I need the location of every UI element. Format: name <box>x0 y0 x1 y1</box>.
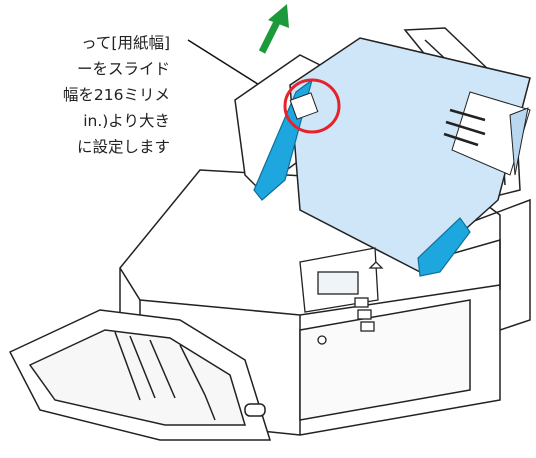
instruction-line-3: 幅を216ミリメ <box>62 86 170 104</box>
right-paper-guide[interactable] <box>417 217 471 277</box>
panel-button-1[interactable] <box>354 297 369 308</box>
lcd-display <box>317 271 359 295</box>
instruction-line-4: in.)より大き <box>83 112 170 130</box>
instruction-line-1: って[用紙幅] <box>81 34 170 52</box>
arrow-up-icon <box>368 261 384 269</box>
control-panel <box>299 247 384 345</box>
power-button[interactable] <box>317 335 327 345</box>
panel-button-3[interactable] <box>360 321 375 332</box>
paper-sheet <box>289 37 531 273</box>
instruction-line-2: ーをスライド <box>76 60 170 78</box>
output-tray <box>8 309 272 441</box>
tray-latch[interactable] <box>244 403 266 417</box>
instruction-line-5: に設定します <box>76 138 170 156</box>
instruction-text: って[用紙幅] ーをスライド 幅を216ミリメ in.)より大き に設定します <box>0 30 170 160</box>
up-arrow-icon <box>258 4 289 54</box>
panel-button-2[interactable] <box>357 309 372 320</box>
highlight-circle <box>283 78 341 134</box>
left-paper-guide[interactable] <box>253 78 319 201</box>
